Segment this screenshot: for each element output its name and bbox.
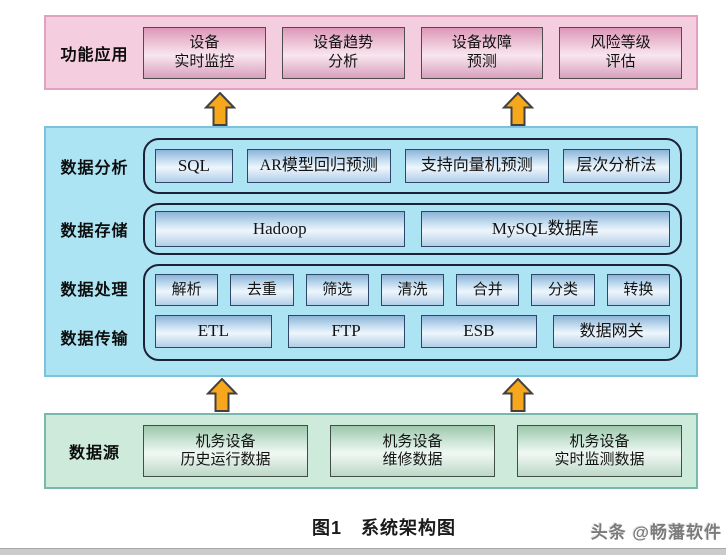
- analysis-box-ar-regression: AR模型回归预测: [246, 149, 391, 183]
- processing-box-parse: 解析: [155, 274, 219, 306]
- up-arrow-icon: [206, 378, 238, 412]
- transmission-box-etl: ETL: [155, 315, 272, 348]
- app-layer-band: 功能应用 设备 实时监控 设备趋势 分析 设备故障 预测 风险等级 评估: [44, 15, 698, 90]
- processing-box-merge: 合并: [456, 274, 520, 306]
- app-box-device-monitoring: 设备 实时监控: [143, 26, 266, 79]
- processing-boxes: 解析 去重 筛选 清洗 合并 分类 转换: [155, 274, 670, 306]
- data-layer-band: 数据分析 SQL AR模型回归预测 支持向量机预测 层次分析法 数据存储 Had…: [44, 126, 698, 377]
- storage-container: Hadoop MySQL数据库: [143, 203, 682, 255]
- analysis-row: 数据分析 SQL AR模型回归预测 支持向量机预测 层次分析法: [46, 138, 696, 194]
- app-box-trend-analysis: 设备趋势 分析: [281, 26, 405, 79]
- app-layer-label: 功能应用: [60, 46, 129, 64]
- processing-transmission-labels: 数据处理 数据传输: [46, 264, 143, 361]
- figure-caption: 图1 系统架构图: [311, 518, 456, 538]
- storage-row: 数据存储 Hadoop MySQL数据库: [46, 203, 696, 255]
- storage-box-mysql: MySQL数据库: [420, 211, 670, 247]
- app-layer-boxes: 设备 实时监控 设备趋势 分析 设备故障 预测 风险等级 评估: [143, 26, 682, 79]
- analysis-box-svm: 支持向量机预测: [404, 149, 549, 183]
- processing-box-clean: 清洗: [380, 274, 445, 306]
- up-arrow-icon: [502, 378, 534, 412]
- processing-transmission-container: 解析 去重 筛选 清洗 合并 分类 转换 ETL FTP ESB 数据网关: [143, 264, 682, 361]
- processing-box-filter: 筛选: [305, 274, 369, 306]
- up-arrow-icon: [204, 92, 236, 126]
- storage-row-label: 数据存储: [60, 223, 129, 240]
- source-box-history-data: 机务设备 历史运行数据: [143, 425, 308, 477]
- processing-box-classify: 分类: [531, 274, 595, 306]
- transmission-box-gateway: 数据网关: [553, 315, 670, 348]
- analysis-box-sql: SQL: [155, 149, 233, 183]
- source-box-maintenance-data: 机务设备 维修数据: [330, 425, 495, 477]
- analysis-container: SQL AR模型回归预测 支持向量机预测 层次分析法: [143, 138, 682, 194]
- source-layer-label: 数据源: [68, 445, 120, 462]
- processing-row-label: 数据处理: [60, 282, 129, 300]
- storage-box-hadoop: Hadoop: [155, 211, 405, 247]
- app-box-risk-assessment: 风险等级 评估: [559, 26, 682, 79]
- processing-transmission-row: 数据处理 数据传输 解析 去重 筛选 清洗 合并 分类 转换 ETL FTP E…: [46, 264, 696, 361]
- transmission-box-ftp: FTP: [287, 315, 405, 348]
- app-box-fault-prediction: 设备故障 预测: [420, 26, 544, 79]
- up-arrow-icon: [502, 92, 534, 126]
- source-layer-boxes: 机务设备 历史运行数据 机务设备 维修数据 机务设备 实时监测数据: [143, 425, 682, 477]
- processing-box-dedup: 去重: [230, 274, 294, 306]
- source-box-realtime-data: 机务设备 实时监测数据: [517, 425, 682, 477]
- processing-box-transform: 转换: [606, 274, 670, 306]
- analysis-row-label: 数据分析: [60, 160, 129, 177]
- source-layer-band: 数据源 机务设备 历史运行数据 机务设备 维修数据 机务设备 实时监测数据: [44, 413, 698, 489]
- transmission-boxes: ETL FTP ESB 数据网关: [155, 315, 670, 348]
- bottom-gray-bar: [0, 548, 726, 555]
- analysis-box-ahp: 层次分析法: [562, 149, 671, 183]
- transmission-row-label: 数据传输: [60, 330, 129, 348]
- transmission-box-esb: ESB: [420, 315, 538, 348]
- toutiao-watermark: 头条 @畅藩软件: [590, 523, 722, 542]
